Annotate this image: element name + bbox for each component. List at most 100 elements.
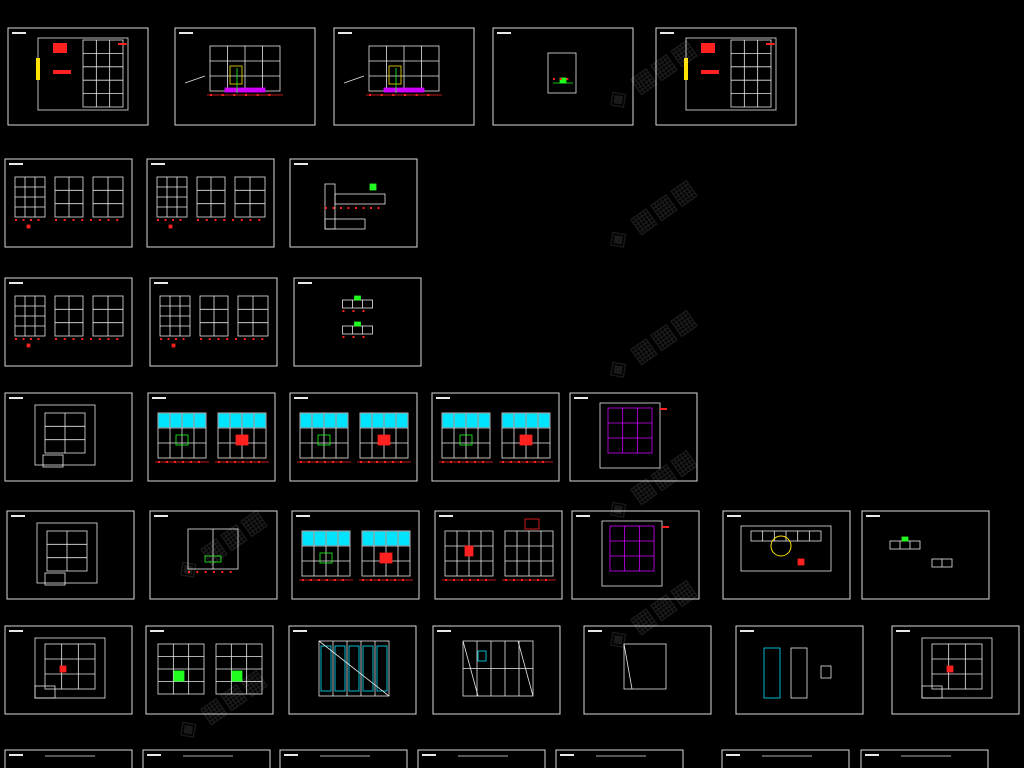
drawing-sheet-thumbnail[interactable] (333, 27, 475, 126)
drawing-sheet-thumbnail[interactable] (735, 625, 864, 715)
drawing-sheet-thumbnail[interactable] (555, 749, 684, 768)
drawing-sheet-thumbnail[interactable] (288, 625, 417, 715)
drawing-rect (514, 413, 526, 428)
dimension-mark (518, 461, 520, 463)
drawing-sheet-thumbnail[interactable] (434, 510, 563, 600)
dimension-mark (81, 219, 84, 221)
drawing-rect (374, 531, 386, 546)
dimension-mark (30, 219, 32, 221)
drawing-rect (170, 413, 182, 428)
dimension-mark (458, 461, 460, 463)
drawing-sheet-thumbnail[interactable] (146, 158, 275, 248)
dimension-mark (256, 94, 259, 96)
title-block (284, 754, 298, 756)
drawing-rect (34, 404, 96, 466)
drawing-rect (42, 454, 64, 468)
wall-segment (684, 58, 688, 80)
sheet-frame (289, 158, 418, 248)
dimension-mark (197, 219, 199, 221)
drawing-sheet-thumbnail[interactable] (891, 625, 1020, 715)
dimension-mark (232, 219, 234, 221)
dimension-mark (325, 207, 327, 209)
drawing-rect (379, 552, 393, 564)
drawing-rect (502, 413, 514, 428)
drawing-rect (524, 518, 540, 530)
sheet-frame (291, 510, 420, 600)
drawing-sheet-thumbnail[interactable] (7, 27, 149, 126)
title-block (9, 163, 23, 165)
drawing-sheet-thumbnail[interactable] (860, 749, 989, 768)
drawing-sheet-thumbnail[interactable] (149, 277, 278, 367)
drawing-rect (312, 413, 324, 428)
drawing-sheet-thumbnail[interactable] (861, 510, 990, 600)
drawing-sheet-thumbnail[interactable] (293, 277, 422, 367)
drawing-sheet-thumbnail[interactable] (142, 749, 271, 768)
dimension-mark (310, 579, 312, 581)
dimension-mark (553, 78, 555, 80)
drawing-sheet-thumbnail[interactable] (569, 392, 698, 482)
dimension-mark (502, 461, 504, 463)
dimension-mark (63, 219, 66, 221)
title-block (574, 397, 588, 399)
drawing-sheet-thumbnail[interactable] (289, 392, 418, 482)
drawing-sheet-thumbnail[interactable] (722, 510, 851, 600)
dimension-mark (340, 207, 342, 209)
drawing-sheet-thumbnail[interactable] (4, 749, 133, 768)
dimension-mark (384, 461, 386, 463)
dimension-mark (768, 43, 771, 45)
drawing-rect (324, 413, 336, 428)
drawing-sheet-thumbnail[interactable] (147, 392, 276, 482)
dimension-mark (342, 336, 345, 338)
title-block (576, 515, 590, 517)
title-block (9, 630, 23, 632)
dimension-mark (474, 461, 476, 463)
label-block (53, 43, 67, 53)
dimension-mark (200, 338, 202, 340)
drawing-sheet-thumbnail[interactable] (149, 510, 278, 600)
dimension-mark (81, 338, 84, 340)
dimension-mark (521, 579, 523, 581)
drawing-sheet-thumbnail[interactable] (492, 27, 634, 126)
dimension-mark (22, 338, 25, 340)
drawing-sheet-thumbnail[interactable] (417, 749, 546, 768)
drawing-sheet-thumbnail[interactable] (721, 749, 850, 768)
drawing-sheet-thumbnail[interactable] (289, 158, 418, 248)
sheet-frame (891, 625, 1020, 715)
dimension-mark (107, 219, 110, 221)
drawing-sheet-thumbnail[interactable] (4, 158, 133, 248)
drawing-rect (388, 65, 402, 85)
drawing-rect (763, 647, 781, 699)
dimension-mark (362, 310, 365, 312)
dimension-mark (268, 94, 271, 96)
dimension-mark (182, 338, 185, 340)
drawing-rect (231, 670, 243, 682)
title-block (866, 515, 880, 517)
drawing-sheet-thumbnail[interactable] (571, 510, 700, 600)
drawing-sheet-thumbnail[interactable] (4, 392, 133, 482)
label-block (53, 70, 71, 74)
drawing-sheet-thumbnail[interactable] (583, 625, 712, 715)
dimension-mark (400, 461, 402, 463)
drawing-sheet-thumbnail[interactable] (655, 27, 797, 126)
dimension-mark (324, 461, 326, 463)
drawing-rect (334, 193, 386, 205)
drawing-sheet-thumbnail[interactable] (431, 392, 560, 482)
drawing-sheet-thumbnail[interactable] (174, 27, 316, 126)
drawing-sheet-thumbnail[interactable] (4, 277, 133, 367)
dimension-mark (120, 43, 123, 45)
sheet-frame (4, 625, 133, 715)
dimension-mark (342, 310, 345, 312)
sheet-frame (4, 749, 133, 768)
dimension-mark (369, 94, 371, 96)
dimension-mark (453, 579, 455, 581)
drawing-sheet-thumbnail[interactable] (4, 625, 133, 715)
sheet-frame (431, 392, 560, 482)
drawing-sheet-thumbnail[interactable] (6, 510, 135, 600)
drawing-sheet-thumbnail[interactable] (279, 749, 408, 768)
drawing-rect (317, 434, 331, 446)
drawing-sheet-thumbnail[interactable] (432, 625, 561, 715)
dimension-mark (770, 43, 772, 45)
drawing-sheet-thumbnail[interactable] (145, 625, 274, 715)
drawing-sheet-thumbnail[interactable] (291, 510, 420, 600)
